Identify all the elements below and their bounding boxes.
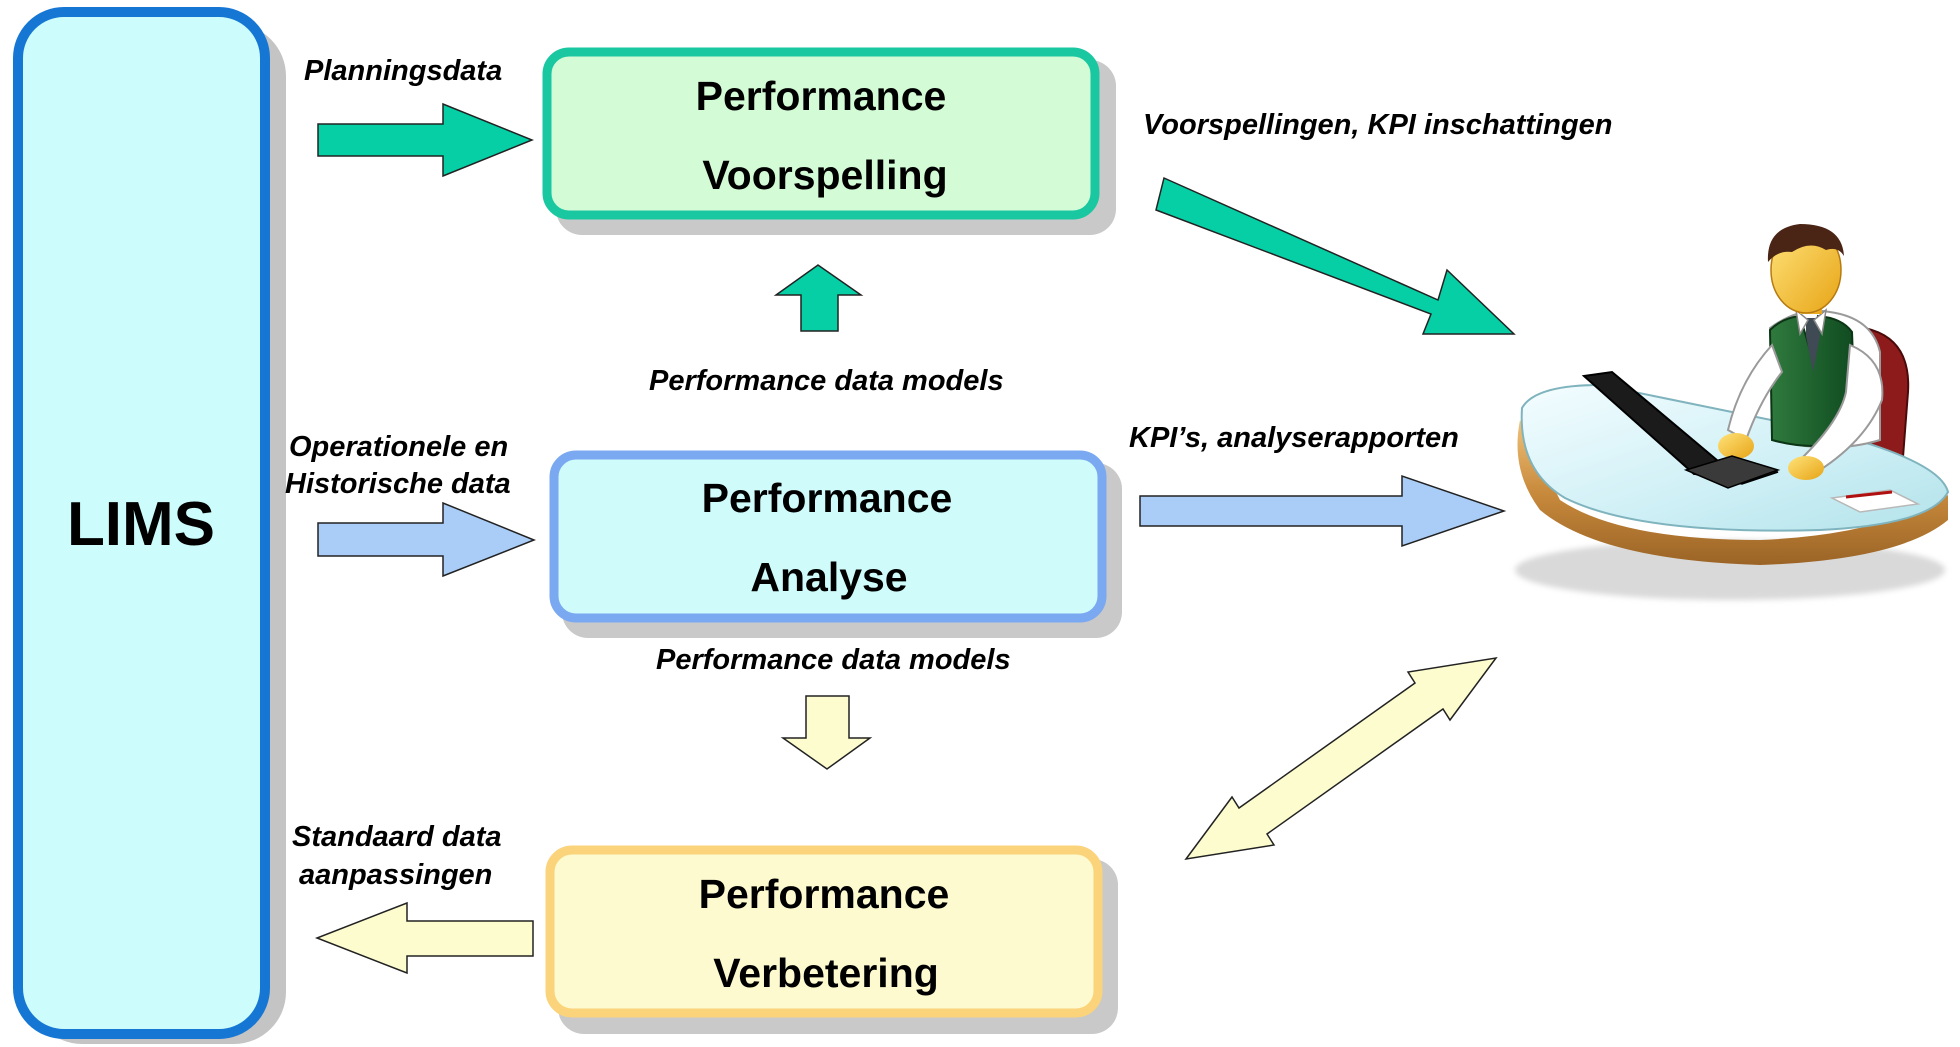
box-verbetering-panel — [545, 845, 1103, 1018]
lims-label: LIMS — [67, 490, 215, 559]
label-models-down: Performance data models — [656, 644, 1011, 676]
label-predictions: Voorspellingen, KPI inschattingen — [1143, 109, 1612, 141]
label-kpis: KPI’s, analyserapporten — [1129, 422, 1459, 454]
box-verbetering-title: Performance — [699, 871, 950, 917]
arrow-kpis — [1139, 474, 1507, 548]
label-operational-line1: Operationele en — [289, 431, 508, 463]
arrow-standard — [314, 901, 534, 975]
arrow-predictions — [1155, 176, 1516, 335]
label-planningsdata: Planningsdata — [304, 55, 502, 87]
lims-block: LIMS — [13, 7, 286, 1044]
arrow-feedback — [1184, 656, 1498, 861]
box-analyse-title: Performance — [702, 475, 953, 521]
box-voorspelling-panel — [542, 47, 1100, 220]
box-verbetering-subtitle: Verbetering — [713, 950, 939, 996]
box-analyse: Performance Analyse — [549, 450, 1122, 638]
arrow-operational — [317, 501, 537, 578]
box-voorspelling-title: Performance — [696, 73, 947, 119]
box-analyse-subtitle: Analyse — [750, 554, 907, 600]
arrow-planning — [317, 102, 535, 178]
box-verbetering: Performance Verbetering — [545, 845, 1118, 1034]
label-operational-line2: Historische data — [285, 468, 511, 500]
label-standard-line2: aanpassingen — [299, 859, 492, 891]
person-at-laptop-icon — [1515, 224, 1950, 600]
label-standard-line1: Standaard data — [292, 821, 502, 853]
arrow-models-down — [780, 695, 873, 770]
arrow-models-up — [773, 264, 864, 332]
lims-panel — [13, 7, 270, 1039]
box-analyse-panel — [549, 450, 1107, 623]
label-models-up: Performance data models — [649, 365, 1004, 397]
box-voorspelling: Performance Voorspelling — [542, 47, 1116, 235]
box-voorspelling-subtitle: Voorspelling — [702, 152, 947, 198]
